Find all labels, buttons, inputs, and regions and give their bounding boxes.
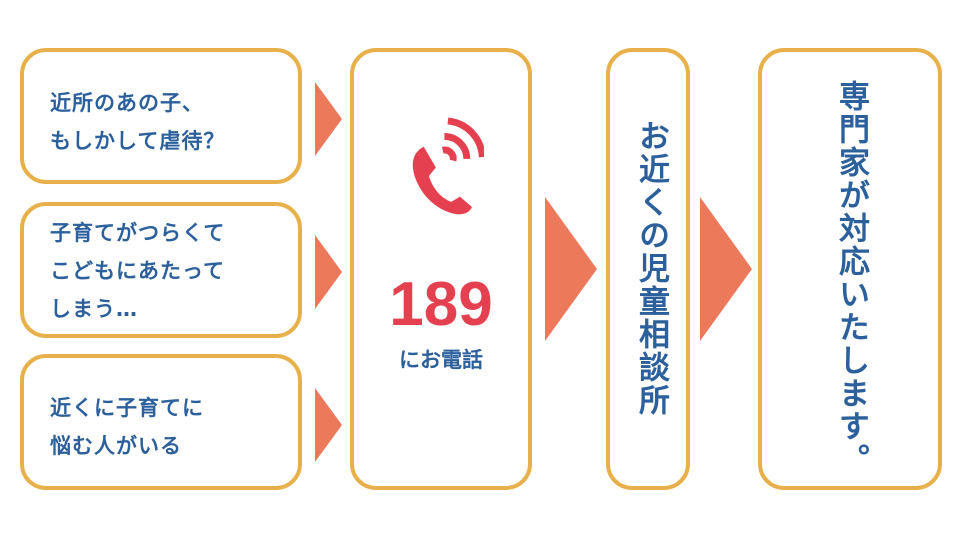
hotline-box: 189 にお電話: [350, 48, 532, 490]
child-guidance-center-box: お近くの児童相談所: [606, 48, 690, 490]
situation-line: こどもにあたって: [50, 259, 225, 283]
situation-box-3: 近くに子育てに 悩む人がいる: [20, 354, 302, 490]
arrow-icon: [315, 235, 342, 309]
arrow-icon: [315, 388, 342, 462]
situation-line: 近所のあの子、: [50, 91, 204, 115]
hotline-label: にお電話: [399, 348, 483, 372]
situation-box-2: 子育てがつらくて こどもにあたって しまう…: [20, 202, 302, 338]
arrow-icon: [545, 197, 597, 341]
result-label: 専門家が対応いたします。: [833, 80, 869, 476]
phone-ringing-icon: [412, 117, 484, 215]
situation-line: 近くに子育てに: [50, 396, 204, 420]
center-label: お近くの児童相談所: [633, 120, 669, 417]
arrow-icon: [700, 197, 752, 341]
situation-line: 子育てがつらくて: [50, 221, 226, 245]
arrow-icon: [315, 82, 342, 156]
situation-line: しまう…: [50, 297, 138, 321]
situation-box-1: 近所のあの子、 もしかして虐待？: [20, 48, 302, 184]
situation-line: 悩む人がいる: [50, 434, 182, 458]
hotline-number: 189: [389, 270, 493, 339]
result-box: 専門家が対応いたします。: [758, 48, 942, 490]
situation-line: もしかして虐待？: [50, 129, 226, 153]
